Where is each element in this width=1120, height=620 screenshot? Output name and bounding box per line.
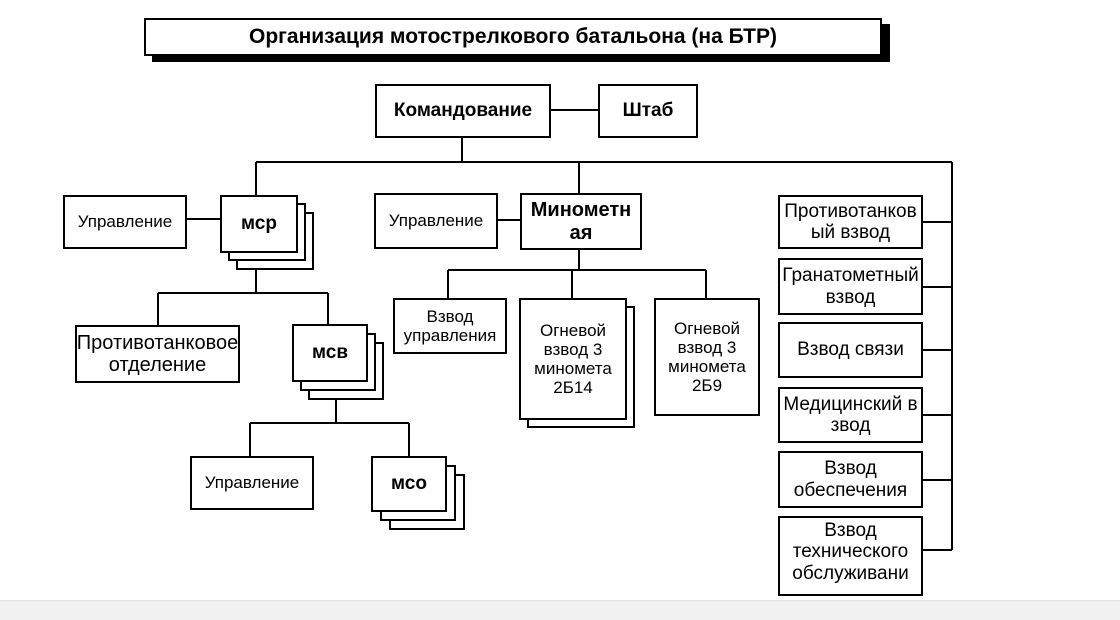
page-footer-bar [0, 600, 1120, 620]
supply-platoon-label: Взвод обеспечения [793, 458, 908, 501]
maintenance-platoon-box: Взвод технического обслуживани [778, 516, 923, 596]
at-section-box: Противотанковое отделение [75, 325, 240, 383]
at-section-label: Противотанковое отделение [76, 331, 239, 376]
fire-platoon-1-box: Огневой взвод 3 миномета 2Б14 [519, 298, 627, 420]
grenade-launcher-platoon-label: Гранатометный взвод [782, 265, 919, 308]
command-label: Командование [393, 100, 533, 122]
signal-platoon-label: Взвод связи [797, 339, 904, 361]
mortar-management-box: Управление [374, 193, 498, 249]
mso-box: мсо [371, 456, 447, 512]
fire-platoon-2-box: Огневой взвод 3 миномета 2Б9 [654, 298, 760, 416]
msv-management-label: Управление [204, 473, 300, 493]
supply-platoon-box: Взвод обеспечения [778, 451, 923, 508]
fire-platoon-2-label: Огневой взвод 3 миномета 2Б9 [668, 318, 746, 396]
staff-label: Штаб [622, 100, 674, 122]
command-box: Командование [375, 84, 551, 138]
msv-management-box: Управление [190, 456, 314, 510]
mortar-management-label: Управление [388, 211, 484, 231]
staff-box: Штаб [598, 84, 698, 138]
mortar-battery-box: Минометная [520, 193, 642, 250]
maintenance-platoon-label: Взвод технического обслуживани [792, 520, 909, 584]
antitank-platoon-label: Противотанковый взвод [784, 200, 917, 243]
medical-platoon-box: Медицинский взвод [778, 387, 923, 443]
msr-management-label: Управление [77, 212, 173, 232]
msr-management-box: Управление [63, 195, 187, 249]
antitank-platoon-box: Противотанковый взвод [778, 195, 923, 249]
fire-platoon-1-label: Огневой взвод 3 миномета 2Б14 [534, 320, 612, 398]
mortar-control-platoon-label: Взвод управления [403, 306, 497, 345]
mso-label: мсо [391, 473, 427, 495]
msr-label: мср [241, 213, 277, 235]
msv-label: мсв [311, 342, 349, 364]
mortar-control-platoon-box: Взвод управления [393, 298, 507, 354]
msr-box: мср [220, 195, 298, 253]
mortar-battery-label: Минометная [530, 199, 632, 244]
signal-platoon-box: Взвод связи [778, 322, 923, 378]
diagram-title: Организация мотострелкового батальона (н… [144, 18, 882, 56]
grenade-launcher-platoon-box: Гранатометный взвод [778, 258, 923, 315]
msv-box: мсв [292, 324, 368, 382]
medical-platoon-label: Медицинский взвод [783, 393, 918, 436]
